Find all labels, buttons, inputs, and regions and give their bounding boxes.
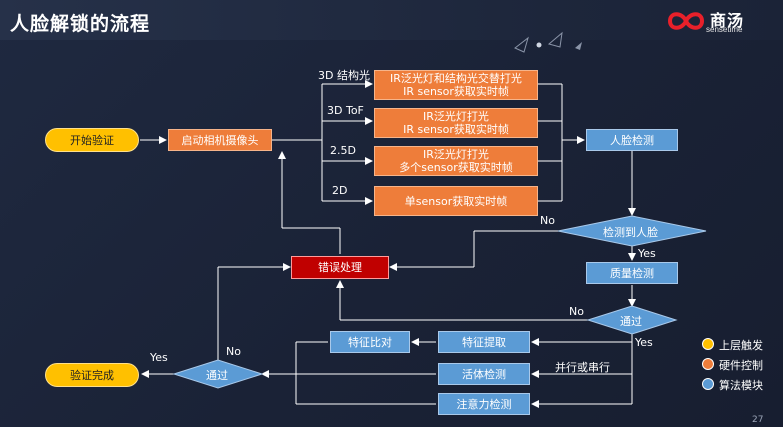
- edge-label-parallel: 并行或串行: [555, 361, 610, 374]
- pass1-label: 通过: [620, 315, 642, 328]
- ir-25d-line2: 多个sensor获取实时帧: [399, 161, 513, 174]
- ir-tof-line2: IR sensor获取实时帧: [403, 123, 509, 136]
- sensetime-logo: 商汤 sensetime: [666, 6, 778, 36]
- logo-sub-text: sensetime: [706, 25, 743, 34]
- pass2-label: 通过: [206, 369, 228, 382]
- legend-label: 硬件控制: [719, 359, 763, 372]
- page-number: 27: [752, 415, 764, 425]
- page-title: 人脸解锁的流程: [10, 13, 151, 35]
- detected-label: 检测到人脸: [603, 226, 658, 239]
- title-bar: 人脸解锁的流程: [0, 0, 783, 40]
- camera-node: 启动相机摄像头: [168, 129, 272, 151]
- edge-label-3d-tof: 3D ToF: [327, 104, 364, 117]
- edge-label-no-3: No: [226, 345, 241, 358]
- decision-pass2-shape: [172, 359, 264, 389]
- edge-label-yes-1: Yes: [638, 247, 656, 260]
- ir-struct-line1: IR泛光灯和结构光交替打光: [390, 72, 522, 85]
- ir-struct-node: IR泛光灯和结构光交替打光 IR sensor获取实时帧: [374, 70, 538, 100]
- attention-node: 注意力检测: [438, 393, 530, 415]
- ir-tof-line1: IR泛光灯打光: [423, 110, 489, 123]
- ir-struct-line2: IR sensor获取实时帧: [403, 85, 509, 98]
- feature-compare-node: 特征比对: [330, 331, 410, 353]
- legend-label: 算法模块: [719, 379, 763, 392]
- logo-brand-text: 商汤: [710, 11, 745, 30]
- edge-label-2d: 2D: [332, 184, 348, 197]
- feature-extract-node: 特征提取: [438, 331, 530, 353]
- single-2d-node: 单sensor获取实时帧: [374, 186, 538, 216]
- ir-25d-node: IR泛光灯打光 多个sensor获取实时帧: [374, 146, 538, 176]
- ir-25d-line1: IR泛光灯打光: [423, 148, 489, 161]
- edge-label-3d-struct: 3D 结构光: [318, 69, 370, 82]
- liveness-node: 活体检测: [438, 363, 530, 385]
- error-node: 错误处理: [291, 256, 389, 279]
- face-detect-node: 人脸检测: [586, 129, 678, 151]
- edge-label-no-1: No: [540, 214, 555, 227]
- done-node: 验证完成: [45, 363, 139, 387]
- decision-pass1-shape: [586, 305, 678, 335]
- edge-label-yes-2: Yes: [635, 336, 653, 349]
- ir-tof-node: IR泛光灯打光 IR sensor获取实时帧: [374, 108, 538, 138]
- legend-swatch: [702, 378, 714, 390]
- edge-label-no-2: No: [569, 305, 584, 318]
- legend-swatch: [702, 338, 714, 350]
- logo-mark-icon: [667, 12, 705, 30]
- legend-swatch: [702, 358, 714, 370]
- decision-detected-shape: [557, 215, 707, 247]
- legend-label: 上层触发: [719, 339, 763, 352]
- edge-label-yes-3: Yes: [150, 351, 168, 364]
- quality-node: 质量检测: [586, 262, 678, 284]
- start-node: 开始验证: [45, 128, 139, 152]
- edge-label-25d: 2.5D: [330, 144, 356, 157]
